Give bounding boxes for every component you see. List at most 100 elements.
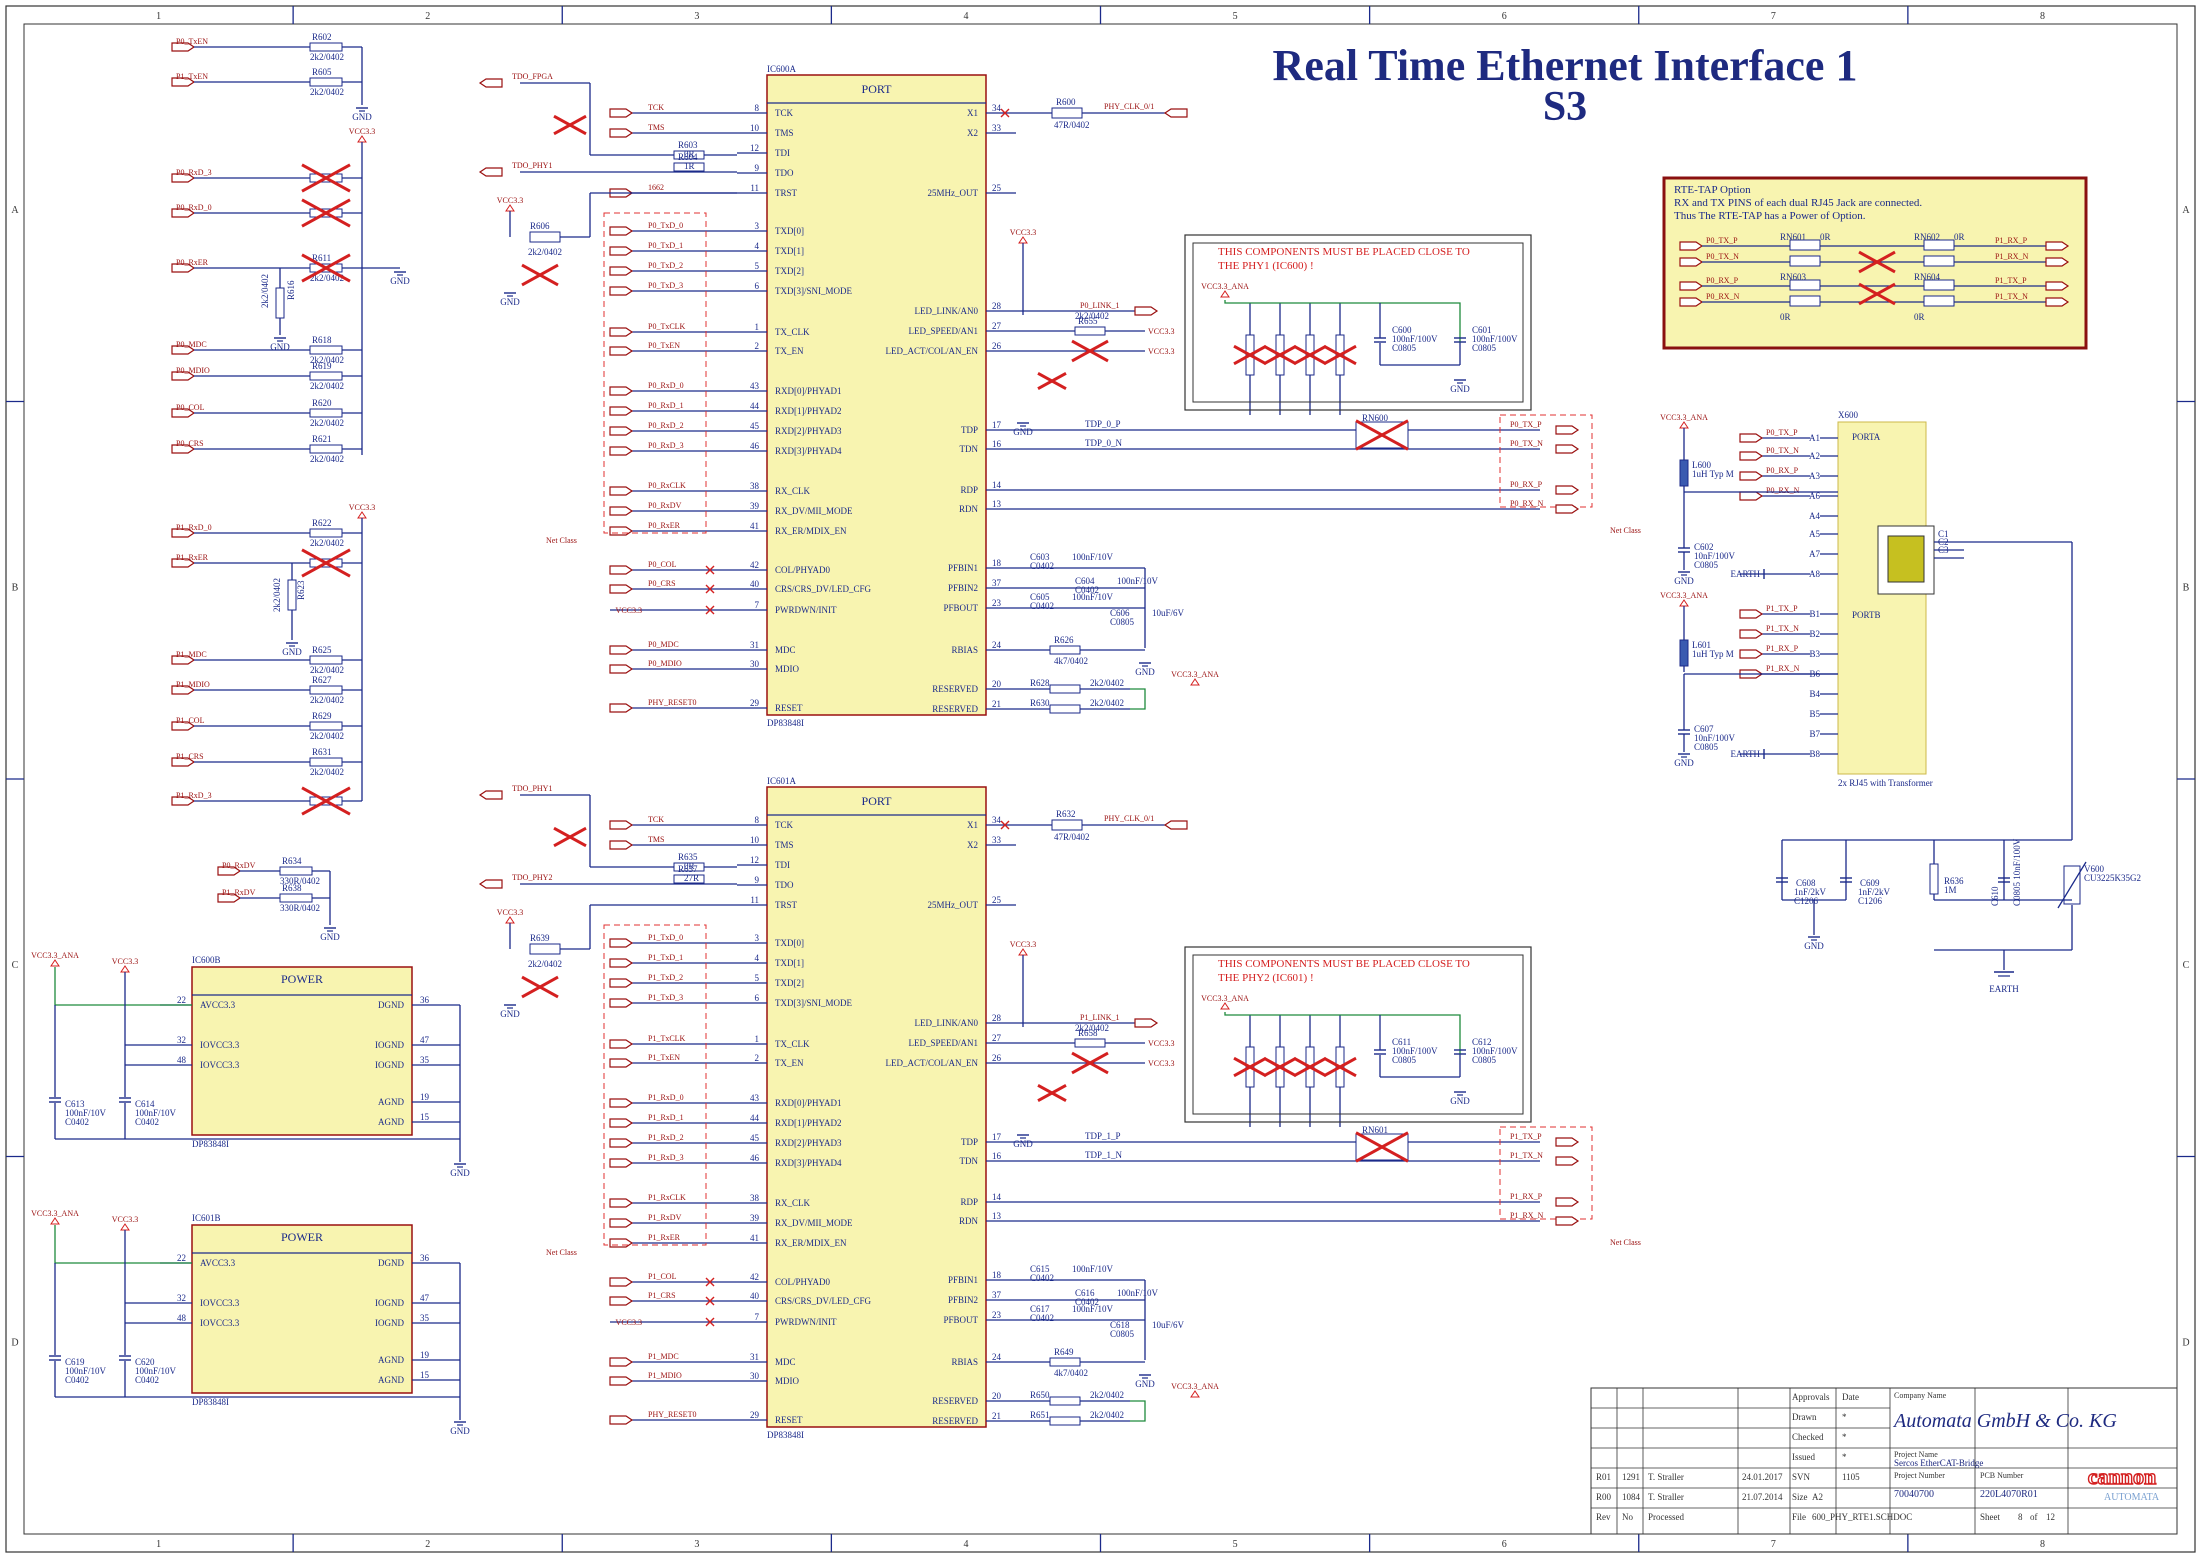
no-connect-icon (705, 565, 715, 575)
pin-name: RBIAS (951, 645, 978, 655)
net-port-icon (478, 167, 503, 177)
net-label: TDO_PHY2 (512, 873, 552, 882)
net-label: P0_MDIO (176, 366, 210, 375)
pin-name: RXD[2]/PHYAD3 (775, 426, 842, 436)
pin-name: TX_CLK (775, 327, 810, 337)
net-label: P0_TxEN (648, 341, 680, 350)
pin-number: 12 (750, 855, 759, 865)
net-label: P0_RxD_1 (648, 401, 684, 410)
tdi-resistor (673, 862, 705, 872)
tb-sheet-label: Sheet (1980, 1512, 2000, 1522)
net-port-icon (478, 879, 503, 889)
pin-name: IOVCC3.3 (200, 1040, 240, 1050)
rn-array (1789, 255, 1821, 267)
ground-label: GND (270, 342, 290, 352)
ground-label: GND (450, 1426, 470, 1436)
pin-number: 46 (750, 1153, 760, 1163)
tb-checked: Checked (1792, 1432, 1824, 1442)
cap-value: 100nF/10V (1072, 1264, 1114, 1274)
net-label: TDO_PHY1 (512, 161, 552, 170)
vcc-label: VCC3.3 (497, 908, 523, 917)
inductor-value: 1uH Typ M (1692, 649, 1734, 659)
net-port-icon (1739, 491, 1764, 501)
pin-name: CRS/CRS_DV/LED_CFG (775, 584, 872, 594)
rn-value: 0R (1954, 232, 1965, 242)
rn-array (1789, 239, 1821, 251)
resistor-ref: R625 (312, 645, 332, 655)
pin-name: IOGND (375, 1318, 404, 1328)
border-column-label: 1 (156, 11, 161, 22)
chip-header: PORT (862, 82, 893, 96)
ground-label: GND (1450, 1096, 1470, 1106)
pin-number: 36 (420, 1253, 430, 1263)
pin-number: 1 (755, 1034, 760, 1044)
ground-icon: GND (1013, 1134, 1033, 1149)
phy-block-2: PORTIC601ADP83848ITCK8TCKTMS10TMSTDI12TD… (478, 776, 1641, 1440)
resistor-value: 2k2/0402 (310, 355, 344, 365)
rn-array (1923, 279, 1955, 291)
net-port-icon (609, 820, 634, 830)
vcc-label: VCC3.3_ANA (1660, 591, 1708, 600)
cap-ref: C616 (1075, 1288, 1095, 1298)
cap-package: C0402 (1030, 561, 1054, 571)
tb-star: * (1842, 1412, 1847, 1422)
no-connect-icon (705, 1317, 715, 1327)
vcc-icon: VCC3.3_ANA (1171, 1382, 1219, 1398)
resistor-value: 0R (684, 149, 695, 159)
phy-port-chip (766, 74, 987, 716)
resistor-ref: R618 (312, 335, 332, 345)
tb-pcb: 220L4070R01 (1980, 1489, 2038, 1500)
ground-label: GND (1135, 1379, 1155, 1389)
tb-star: * (1842, 1432, 1847, 1442)
connector-pin: A6 (1809, 491, 1820, 501)
connector-body (1837, 421, 1927, 775)
cap-package: C0402 (65, 1375, 89, 1385)
pin-name: AGND (378, 1355, 404, 1365)
cap-value: 10uF/6V (1152, 1320, 1185, 1330)
pin-number: 12 (750, 143, 759, 153)
net-port-icon (609, 1238, 634, 1248)
vcc-icon: VCC3.3_ANA (31, 951, 79, 967)
pin-number: 35 (420, 1313, 430, 1323)
pull-resistor (309, 721, 343, 731)
cap-value: 100nF/100V (1392, 334, 1438, 344)
cap-ref: C617 (1030, 1304, 1050, 1314)
net-port-icon (478, 78, 503, 88)
connector-pin: B7 (1809, 729, 1820, 739)
cap-value: 100nF/100V (1392, 1046, 1438, 1056)
dnp-cross-icon (1355, 419, 1409, 451)
pin-number: 39 (750, 501, 760, 511)
pull-resistor (309, 42, 343, 52)
net-port-icon (1555, 425, 1580, 435)
pin-name: RBIAS (951, 1357, 978, 1367)
pin-name: TDO (775, 168, 794, 178)
pull-resistor (279, 893, 313, 903)
net-label: PHY_RESET0 (648, 1410, 696, 1419)
resistor-ref: R632 (1056, 809, 1076, 819)
tb-approvals: Approvals (1792, 1392, 1830, 1402)
ground-label: GND (352, 112, 372, 122)
pin-name: 25MHz_OUT (928, 900, 979, 910)
ground-label: GND (1135, 667, 1155, 677)
tb-rev-no: 1084 (1622, 1492, 1641, 1502)
earth-label: EARTH (1989, 984, 2019, 994)
rn-value: 0R (1780, 312, 1791, 322)
dnp-cross-icon (1037, 1083, 1067, 1103)
pin-number: 39 (750, 1213, 760, 1223)
pin-number: 27 (992, 1033, 1002, 1043)
pin-number: 43 (750, 381, 760, 391)
border-column-label: 1 (156, 1539, 161, 1550)
tb-projectno-label: Project Number (1894, 1471, 1945, 1480)
net-port-icon (609, 664, 634, 674)
pin-name: IOGND (375, 1298, 404, 1308)
pin-number: 28 (992, 301, 1002, 311)
pin-name: IOVCC3.3 (200, 1318, 240, 1328)
net-port-icon (609, 1158, 634, 1168)
pin-name: PFBIN2 (948, 583, 978, 593)
resistor-value: 4k7/0402 (1054, 1368, 1088, 1378)
tb-star: * (1842, 1452, 1847, 1462)
no-connect-icon (705, 1296, 715, 1306)
notice-line: THE PHY1 (IC600) ! (1218, 260, 1314, 272)
cap-value: 10nF/100V (1694, 551, 1736, 561)
tb-project-label: Project Name (1894, 1450, 1938, 1459)
